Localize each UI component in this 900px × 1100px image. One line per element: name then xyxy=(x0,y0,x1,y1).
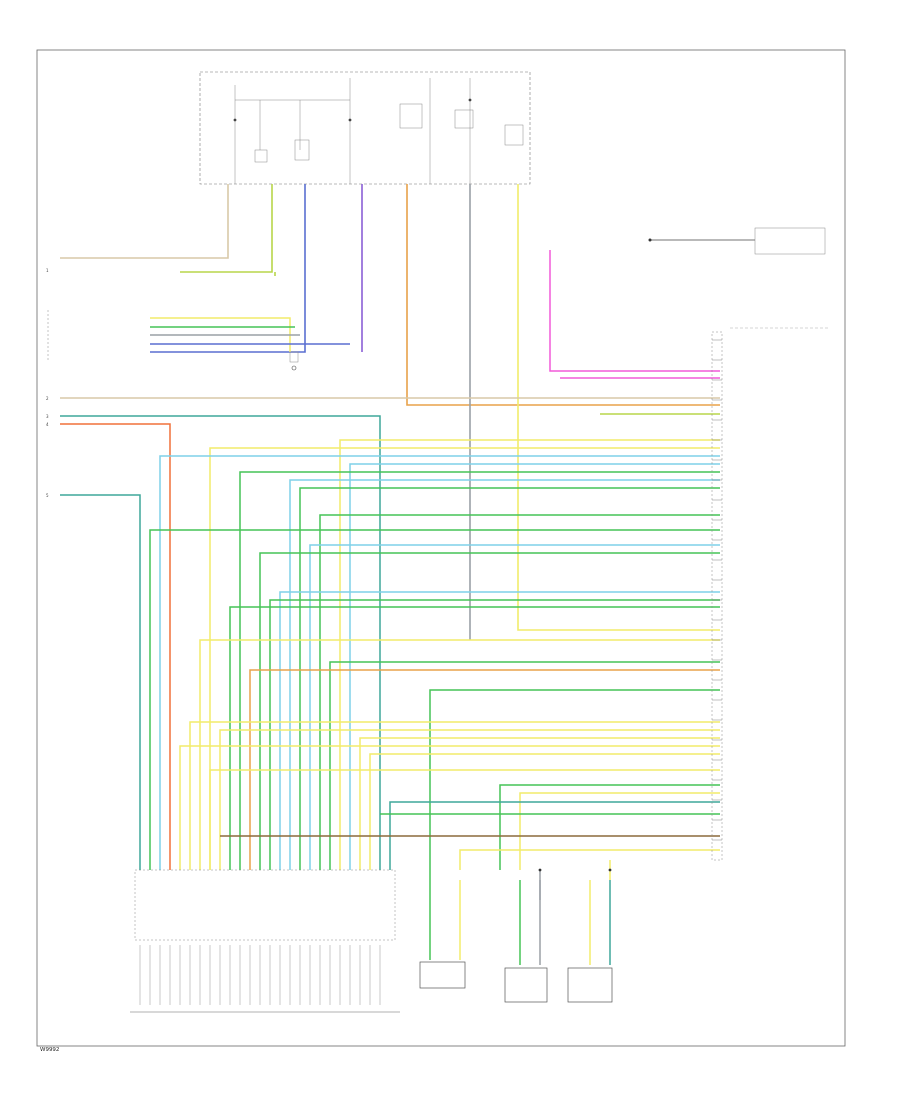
left-connector-2: 2 xyxy=(46,396,49,401)
fuse-box-wires xyxy=(60,184,720,640)
pcm-wire-runs xyxy=(149,250,720,900)
left-connector-4: 4 xyxy=(46,422,49,427)
bottom-sensors xyxy=(419,868,613,1003)
pcm-connector xyxy=(711,327,830,861)
left-connector-1: 1 xyxy=(46,268,49,273)
top-right-sensor xyxy=(648,227,826,255)
fuse-relay-box xyxy=(199,71,531,185)
left-connector-wires xyxy=(60,317,720,870)
left-connector-5: 5 xyxy=(46,493,49,498)
page-id: W9992 xyxy=(40,1047,59,1053)
left-connector-block: 1 2 3 4 5 xyxy=(46,268,299,498)
diagram-frame xyxy=(36,49,846,1047)
sensor-2-icon xyxy=(504,967,548,1003)
sensor-1-icon xyxy=(419,961,466,989)
left-connector-3: 3 xyxy=(46,414,49,419)
sensor-3-icon xyxy=(567,967,613,1003)
pcm-pin-ticks xyxy=(712,339,722,841)
tcm-bottom-connector xyxy=(130,869,400,1013)
